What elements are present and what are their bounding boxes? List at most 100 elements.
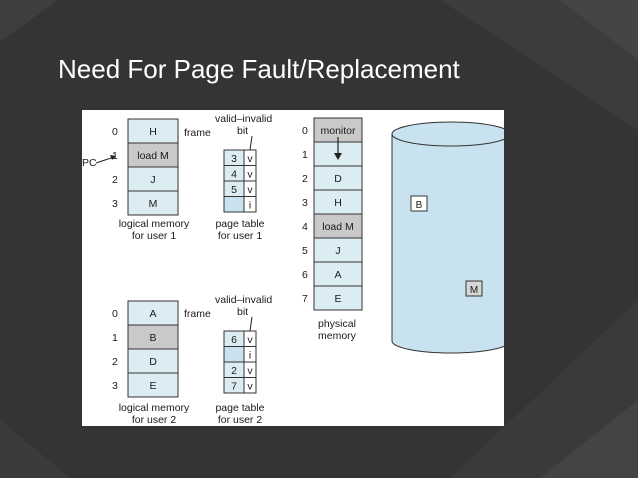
row-index: 0 bbox=[112, 126, 118, 138]
memory-cell bbox=[127, 190, 179, 216]
frame-index: 7 bbox=[302, 293, 308, 305]
page-table-frame: 5 bbox=[231, 184, 237, 196]
physical-frame-label: E bbox=[334, 293, 341, 305]
page-table-caption: page table bbox=[215, 218, 264, 230]
memory-cell-label: J bbox=[150, 174, 155, 186]
bit-label: bit bbox=[237, 125, 248, 137]
slide-title: Need For Page Fault/Replacement bbox=[58, 54, 460, 84]
bit-pointer-arrow bbox=[249, 135, 253, 151]
memory-cell-label: A bbox=[149, 308, 156, 320]
bit-label: bit bbox=[237, 306, 248, 318]
row-index: 1 bbox=[112, 150, 118, 162]
physical-frame-label: H bbox=[334, 197, 342, 209]
physical-frame-label: A bbox=[334, 269, 341, 281]
page-table-frame: 6 bbox=[231, 334, 237, 346]
page-table-bit: v bbox=[247, 168, 253, 180]
page-table-caption: page table bbox=[215, 402, 264, 414]
physical-frame-label: load M bbox=[322, 221, 354, 233]
page-table-frame-cell bbox=[223, 196, 245, 213]
memory-cell-label: M bbox=[149, 198, 158, 210]
physical-frame-cell bbox=[313, 213, 363, 239]
frame-index: 6 bbox=[302, 269, 308, 281]
user2-logical-memory: 0 A 1 B 2 D 3 E bbox=[112, 300, 179, 398]
row-index: 3 bbox=[112, 380, 118, 392]
page-table-bit: v bbox=[247, 153, 253, 165]
memory-cell bbox=[127, 142, 179, 168]
user1-logical-memory: 0 H 1 load M 2 J 3 M bbox=[112, 118, 179, 216]
corner-decoration bbox=[0, 420, 70, 478]
page-table-frame: 2 bbox=[231, 365, 237, 377]
frame-index: 3 bbox=[302, 197, 308, 209]
corner-decoration bbox=[0, 0, 58, 42]
physical-memory: 0 monitor 1 2 D 3 H 4 load M 5 J 6 A 7 E bbox=[302, 117, 363, 311]
physical-frame-label: D bbox=[334, 173, 342, 185]
frame-index: 1 bbox=[302, 149, 308, 161]
page-table-bit: v bbox=[247, 334, 253, 346]
memory-cell-label: load M bbox=[137, 150, 169, 162]
frame-index: 4 bbox=[302, 221, 308, 233]
memory-cell bbox=[127, 166, 179, 192]
disk-page-label: B bbox=[416, 200, 423, 211]
row-index: 2 bbox=[112, 356, 118, 368]
page-table-bit: v bbox=[247, 380, 253, 392]
row-index: 0 bbox=[112, 308, 118, 320]
page-table-bit-cell bbox=[243, 377, 257, 394]
frame-index: 5 bbox=[302, 245, 308, 257]
page-table-bit: v bbox=[247, 365, 253, 377]
pc-label: PC bbox=[82, 157, 97, 169]
row-index: 3 bbox=[112, 198, 118, 210]
corner-decoration bbox=[450, 300, 638, 478]
valid-invalid-label: valid–invalid bbox=[215, 113, 272, 125]
physical-frame-cell bbox=[313, 237, 363, 263]
corner-decoration bbox=[560, 0, 638, 60]
frame-index: 0 bbox=[302, 125, 308, 137]
disk-page-label: M bbox=[470, 285, 478, 296]
physical-frame-label: monitor bbox=[320, 125, 356, 137]
page-table-frame-cell bbox=[223, 346, 245, 363]
page-table-bit-cell bbox=[243, 196, 257, 213]
memory-cell bbox=[127, 372, 179, 398]
memory-cell-label: D bbox=[149, 356, 157, 368]
down-arrowhead bbox=[334, 153, 342, 160]
memory-cell-label: E bbox=[149, 380, 156, 392]
logical-memory-caption: for user 1 bbox=[132, 230, 177, 242]
page-table-bit: v bbox=[247, 184, 253, 196]
memory-cell-label: B bbox=[149, 332, 156, 344]
page-table-bit: i bbox=[249, 349, 251, 361]
corner-decoration bbox=[540, 400, 638, 478]
paging-diagram: frame valid–invalid bit frame valid–inva… bbox=[82, 110, 504, 426]
logical-memory-caption: logical memory bbox=[119, 218, 190, 230]
physical-memory-caption: physical bbox=[318, 318, 356, 330]
frame-label: frame bbox=[184, 127, 211, 139]
corner-decoration bbox=[440, 0, 638, 130]
row-index: 2 bbox=[112, 174, 118, 186]
physical-memory-caption: memory bbox=[318, 330, 357, 342]
page-table-frame: 7 bbox=[231, 380, 237, 392]
page-table-frame: 4 bbox=[231, 168, 237, 180]
physical-frame-cell bbox=[313, 189, 363, 215]
pc-arrow bbox=[95, 156, 115, 164]
memory-cell bbox=[127, 348, 179, 374]
valid-invalid-label: valid–invalid bbox=[215, 294, 272, 306]
row-index: 1 bbox=[112, 332, 118, 344]
page-table-bit: i bbox=[249, 199, 251, 211]
logical-memory-caption: logical memory bbox=[119, 402, 190, 414]
disk-page-box bbox=[465, 280, 483, 297]
physical-frame-label: J bbox=[335, 245, 340, 257]
physical-frame-cell bbox=[313, 285, 363, 311]
frame-label: frame bbox=[184, 308, 211, 320]
page-table-caption: for user 1 bbox=[218, 230, 263, 242]
bit-pointer-arrow bbox=[249, 316, 253, 332]
page-table-caption: for user 2 bbox=[218, 414, 263, 426]
physical-frame-cell bbox=[313, 165, 363, 191]
memory-cell-label: H bbox=[149, 126, 157, 138]
logical-memory-caption: for user 2 bbox=[132, 414, 177, 426]
frame-index: 2 bbox=[302, 173, 308, 185]
memory-cell bbox=[127, 300, 179, 326]
disk-page-box bbox=[410, 195, 428, 212]
pc-arrowhead bbox=[110, 155, 116, 160]
page-table-frame: 3 bbox=[231, 153, 237, 165]
disk-backing-store: B M bbox=[391, 121, 504, 354]
